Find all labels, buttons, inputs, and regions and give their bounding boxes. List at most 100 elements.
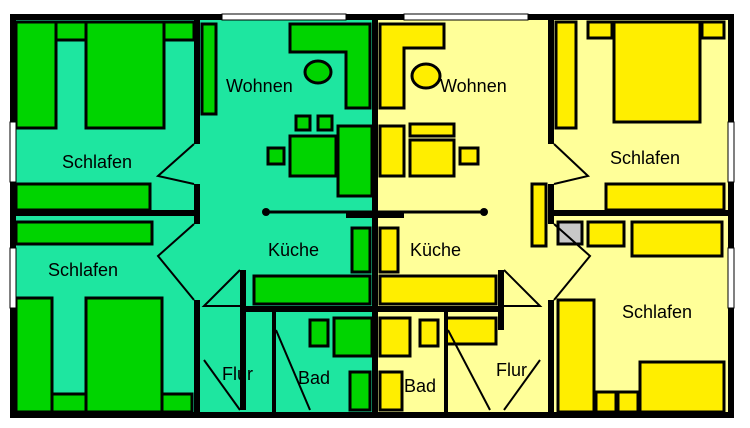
outer-wall-left bbox=[10, 14, 16, 418]
room-labels: Schlafen Wohnen Schlafen Küche Flur Bad … bbox=[48, 76, 692, 396]
right-wall-bedroom-split-b bbox=[548, 184, 554, 224]
left-nightstand-a bbox=[54, 20, 88, 42]
right-bed-top bbox=[612, 20, 702, 124]
left-bath-toilet bbox=[348, 370, 372, 412]
left-hall-label: Flur bbox=[222, 364, 253, 384]
left-kitchen-label: Küche bbox=[268, 240, 319, 260]
right-sideboard bbox=[378, 124, 406, 178]
right-bath-sink bbox=[418, 318, 440, 348]
left-wall-kitchen bbox=[240, 270, 246, 410]
left-nightstand-d bbox=[160, 392, 194, 414]
outer-wall-right bbox=[728, 14, 734, 418]
right-bedroom-top-label: Schlafen bbox=[610, 148, 680, 168]
right-chair-a bbox=[408, 122, 456, 138]
right-wall-bath bbox=[444, 312, 448, 412]
right-wall-lower-vert bbox=[548, 300, 554, 414]
left-bath-tub bbox=[332, 316, 374, 358]
door-right-bedroom-bottom bbox=[553, 223, 592, 301]
left-wall-lower-vert bbox=[194, 300, 200, 414]
left-wall-bath bbox=[272, 312, 276, 412]
right-living-label: Wohnen bbox=[440, 76, 507, 96]
window-right-a bbox=[727, 121, 735, 183]
left-bedroom-top-label: Schlafen bbox=[62, 152, 132, 172]
left-living-label: Wohnen bbox=[226, 76, 293, 96]
right-round-table bbox=[410, 62, 442, 90]
door-left-bath bbox=[275, 329, 311, 411]
window-right-b bbox=[727, 247, 735, 309]
window-top-right bbox=[403, 13, 529, 21]
right-wall-bedroom-living bbox=[548, 18, 554, 144]
left-stove bbox=[350, 226, 372, 274]
window-left-b bbox=[9, 247, 17, 309]
outer-wall-bottom bbox=[10, 412, 734, 418]
left-wardrobe-bottom bbox=[14, 220, 154, 246]
right-nightstand-c bbox=[594, 390, 618, 414]
left-bed-top bbox=[14, 20, 58, 130]
window-top-left bbox=[221, 13, 347, 21]
left-wall-bedroom-split bbox=[14, 210, 198, 216]
right-nightstand-d bbox=[616, 390, 640, 414]
right-bed-bottom bbox=[638, 360, 726, 414]
left-wall-bedroom-split-b bbox=[194, 184, 200, 224]
right-bath-toilet bbox=[378, 316, 412, 358]
right-wardrobe-top bbox=[604, 182, 726, 212]
right-sofa bbox=[378, 22, 446, 110]
door-right-hall bbox=[503, 359, 541, 411]
right-wall-kitchen-living bbox=[376, 212, 404, 218]
door-right-bath bbox=[447, 329, 491, 411]
outer-wall-top bbox=[10, 14, 734, 20]
left-bed-bottom-a bbox=[14, 296, 54, 414]
right-kitchen-counter bbox=[378, 274, 498, 306]
right-wardrobe-bottom bbox=[630, 220, 724, 258]
right-bath-label: Bad bbox=[404, 376, 436, 396]
right-kitchen-label: Küche bbox=[410, 240, 461, 260]
right-desk bbox=[556, 298, 596, 414]
left-chair-c bbox=[266, 146, 286, 166]
left-bed-bottom-b bbox=[84, 296, 164, 414]
left-chair-b bbox=[316, 114, 334, 132]
left-sideboard bbox=[336, 124, 374, 198]
right-bedroom-bottom-label: Schlafen bbox=[622, 302, 692, 322]
right-hall-label: Flur bbox=[496, 360, 527, 380]
left-shelf-wall bbox=[200, 22, 218, 116]
left-chair-a bbox=[294, 114, 312, 132]
walls bbox=[10, 14, 734, 418]
left-bedroom-bottom-label: Schlafen bbox=[48, 260, 118, 280]
left-furniture bbox=[14, 20, 374, 414]
door-left-hall bbox=[203, 359, 241, 411]
door-left-bedroom-bottom bbox=[156, 223, 195, 301]
left-kitchen-counter bbox=[252, 274, 372, 306]
right-dining-table bbox=[408, 138, 456, 178]
right-wall-kitchen bbox=[498, 270, 504, 330]
left-wall-kitchen-living bbox=[346, 212, 374, 218]
left-dining-table bbox=[288, 134, 338, 178]
left-bed-top-2 bbox=[84, 20, 166, 130]
left-wall-bedroom-living bbox=[194, 18, 200, 144]
left-round-table bbox=[303, 59, 333, 85]
counter-end-right bbox=[480, 208, 488, 216]
left-wardrobe-top bbox=[14, 182, 152, 212]
right-nightstand-a bbox=[586, 20, 614, 40]
door-swings bbox=[155, 143, 592, 411]
left-bath-sink bbox=[308, 318, 330, 348]
right-nightstand-b bbox=[700, 20, 726, 40]
left-bath-label: Bad bbox=[298, 368, 330, 388]
right-bath-basin bbox=[378, 370, 404, 412]
left-nightstand-c bbox=[50, 392, 88, 414]
right-cabinet bbox=[586, 220, 626, 248]
right-wall-kitchen-top bbox=[376, 306, 502, 312]
right-wall-bedroom-split bbox=[552, 210, 730, 216]
door-right-bedroom-top bbox=[553, 143, 591, 185]
right-stove-appliance bbox=[556, 220, 584, 246]
right-wardrobe-a bbox=[554, 20, 578, 130]
counter-end-left bbox=[262, 208, 270, 216]
right-furniture bbox=[378, 20, 726, 414]
party-wall bbox=[372, 18, 378, 414]
right-chair-b bbox=[458, 146, 480, 166]
window-left-a bbox=[9, 121, 17, 183]
left-sofa bbox=[288, 22, 372, 110]
windows bbox=[9, 13, 735, 309]
door-left-bedroom-top bbox=[155, 143, 195, 185]
right-fridge bbox=[378, 226, 400, 274]
